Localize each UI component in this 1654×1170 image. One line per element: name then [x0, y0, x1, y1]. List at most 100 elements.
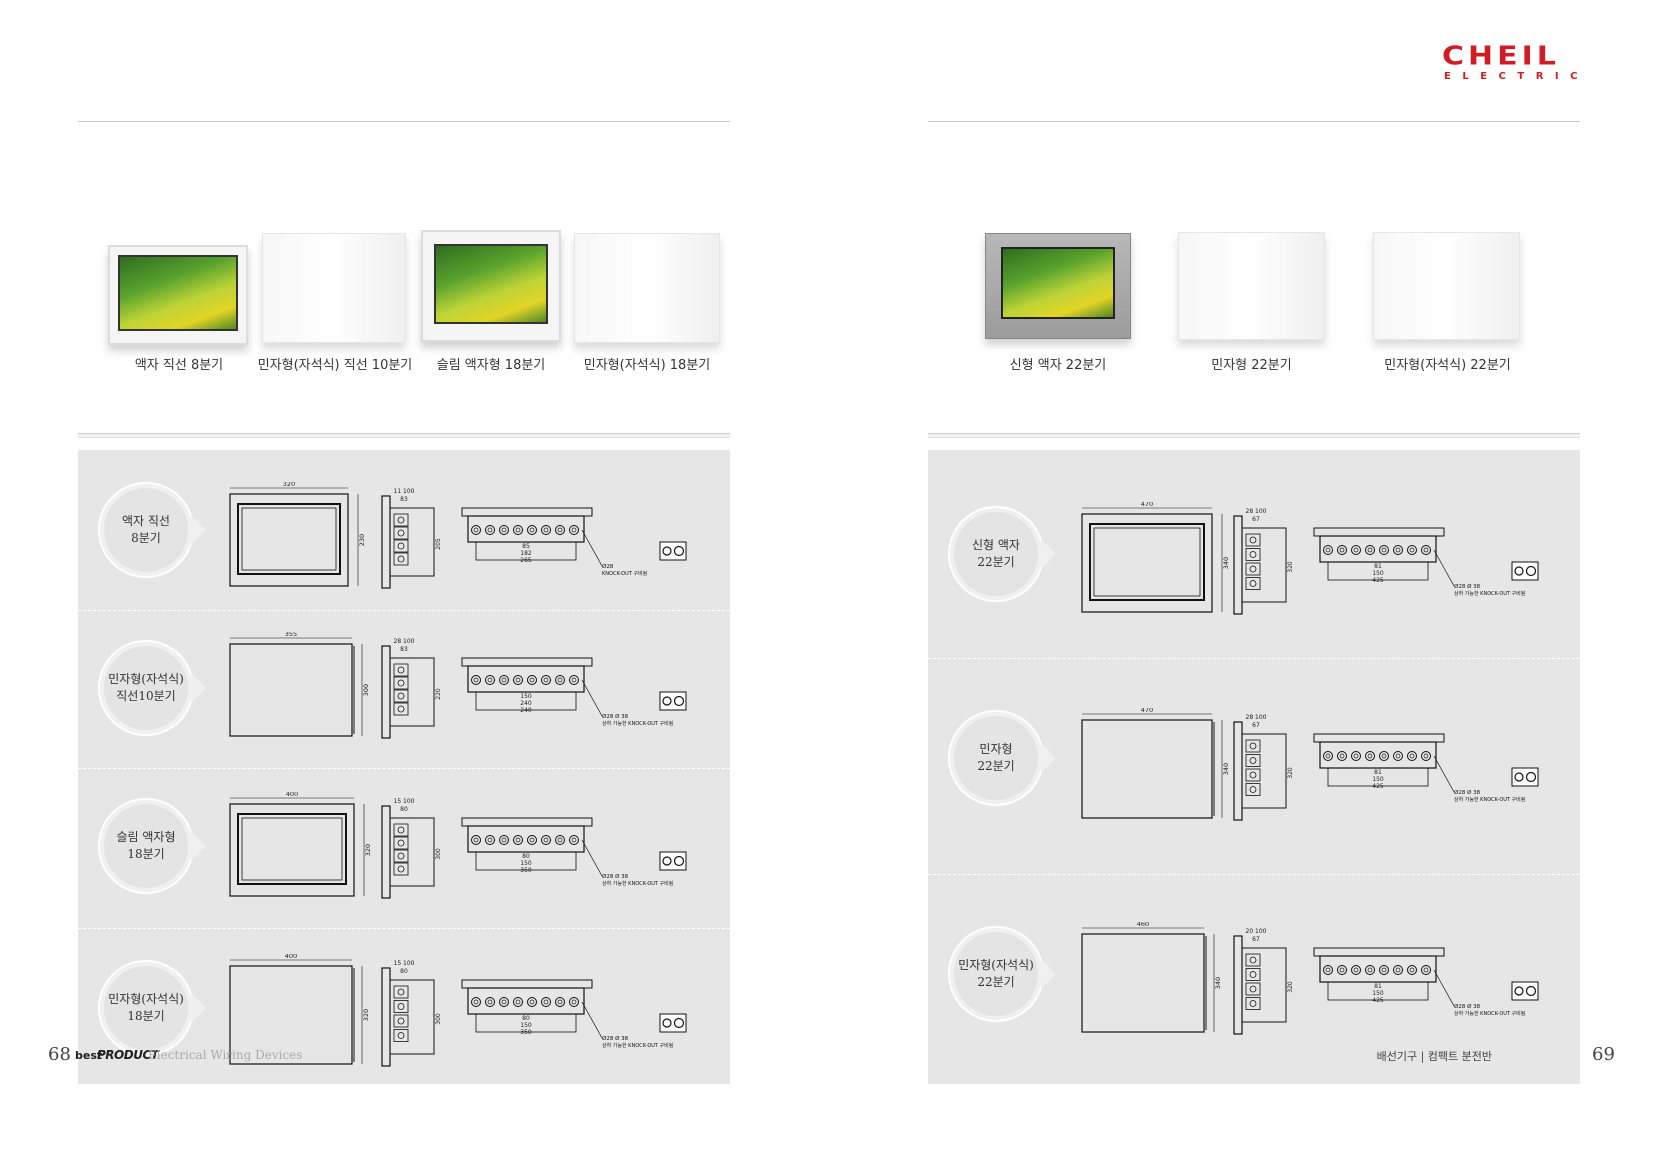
side-height-label: 300: [435, 848, 442, 860]
knockout-hole-inner: [1325, 967, 1331, 973]
knockout-hole: [569, 997, 579, 1007]
knockout-hole-inner: [571, 999, 577, 1005]
side-view-terminal: [1249, 551, 1257, 558]
row-separator: [78, 768, 730, 769]
side-view-breaker: [1245, 548, 1261, 561]
knockout-hole: [555, 997, 565, 1007]
bottom-dim-1: 81: [1374, 983, 1382, 990]
knockout-hole-inner: [529, 677, 535, 683]
spec-badge-3: 슬림 액자형 18분기: [100, 800, 206, 892]
width-dim-label: 400: [286, 792, 298, 798]
knockout-hole: [471, 835, 481, 845]
knockout-hole-inner: [1339, 547, 1345, 553]
knockout-hole: [555, 525, 565, 535]
front-view-window-inner: [241, 817, 343, 881]
knockout-hole: [541, 675, 551, 685]
bottom-dim-2: 150: [1372, 776, 1384, 783]
side-view-breaker: [1245, 783, 1261, 796]
side-view-breaker: [393, 552, 409, 566]
side-view-terminal: [397, 1003, 405, 1010]
knockout-detail: [1511, 767, 1539, 787]
knockout-hole: [485, 835, 495, 845]
leader-line: [581, 839, 603, 877]
knockout-detail-small: [1514, 772, 1524, 782]
side-view-terminal: [397, 705, 405, 713]
row-separator: [78, 928, 730, 929]
side-view-terminal: [1249, 971, 1257, 978]
knockout-detail-small: [1514, 566, 1524, 576]
knockout-hole-inner: [473, 527, 479, 533]
knockout-hole-inner: [515, 527, 521, 533]
knockout-detail: [659, 851, 687, 871]
knockout-detail-large: [673, 855, 685, 867]
side-view-terminal: [1249, 580, 1257, 587]
knockout-hole: [569, 675, 579, 685]
bottom-dim-3: 425: [1372, 577, 1384, 584]
bottom-dim-3: 425: [1372, 997, 1384, 1004]
bottom-dim-2: 182: [520, 550, 532, 557]
knockout-note-label: 상하 가능한 KNOCK-OUT 구비됨: [1454, 590, 1525, 597]
side-view-terminal: [1249, 1000, 1257, 1007]
front-view-window: [237, 813, 347, 885]
side-view-cover: [381, 967, 391, 1067]
side-view-terminal: [397, 988, 405, 996]
knockout-hole-inner: [1409, 967, 1415, 973]
side-view-terminal: [1249, 565, 1257, 573]
knockout-hole: [499, 997, 509, 1007]
front-view-outline: [229, 803, 355, 897]
knockout-hole-inner: [529, 527, 535, 533]
knockout-hole: [471, 997, 481, 1007]
knockout-hole: [1393, 545, 1403, 555]
side-depth-label: 11 100: [394, 488, 415, 495]
leader-line: [581, 679, 603, 717]
bottom-dim-3: 350: [520, 867, 532, 874]
side-height-label: 300: [435, 1013, 442, 1025]
height-dim-label: 300: [362, 684, 370, 696]
side-view-cover: [381, 645, 391, 739]
side-view-cover: [381, 495, 391, 589]
left-top-rule: [78, 121, 730, 122]
knockout-hole: [541, 525, 551, 535]
product-image-7: [1373, 232, 1520, 340]
bottom-view-cover: [461, 657, 593, 667]
side-view-breaker: [1245, 562, 1261, 576]
knockout-hole: [569, 525, 579, 535]
knockout-hole-inner: [571, 837, 577, 843]
bottom-dim-2: 150: [520, 860, 532, 867]
height-dim-label: 340: [1222, 763, 1230, 775]
knockout-hole: [541, 835, 551, 845]
bottom-view-cover: [1313, 527, 1445, 537]
knockout-hole: [1379, 751, 1389, 761]
side-view-body: [1241, 527, 1287, 603]
knockout-hole-inner: [1325, 753, 1331, 759]
side-height-label: 220: [435, 688, 442, 700]
knockout-hole: [1393, 965, 1403, 975]
knockout-size-label: Ø28 Ø 38: [1454, 1003, 1481, 1010]
knockout-detail: [659, 541, 687, 561]
front-view-outline: [1081, 719, 1213, 819]
knockout-hole-inner: [529, 837, 535, 843]
knockout-hole: [499, 835, 509, 845]
knockout-hole: [527, 525, 537, 535]
knockout-hole: [1421, 545, 1431, 555]
knockout-hole-inner: [487, 527, 493, 533]
side-view-body: [389, 507, 435, 577]
bottom-dim-3: 265: [520, 557, 532, 564]
front-view-outline: [229, 493, 349, 587]
knockout-hole-inner: [1423, 753, 1429, 759]
product-caption-3: 슬림 액자형 18분기: [436, 358, 546, 373]
knockout-hole-inner: [557, 677, 563, 683]
knockout-hole-inner: [1395, 967, 1401, 973]
side-sub-label: 67: [1252, 722, 1260, 729]
front-view-outline: [229, 643, 353, 737]
knockout-hole: [1393, 751, 1403, 761]
bottom-dim-3: 425: [1372, 783, 1384, 790]
knockout-hole: [1365, 545, 1375, 555]
